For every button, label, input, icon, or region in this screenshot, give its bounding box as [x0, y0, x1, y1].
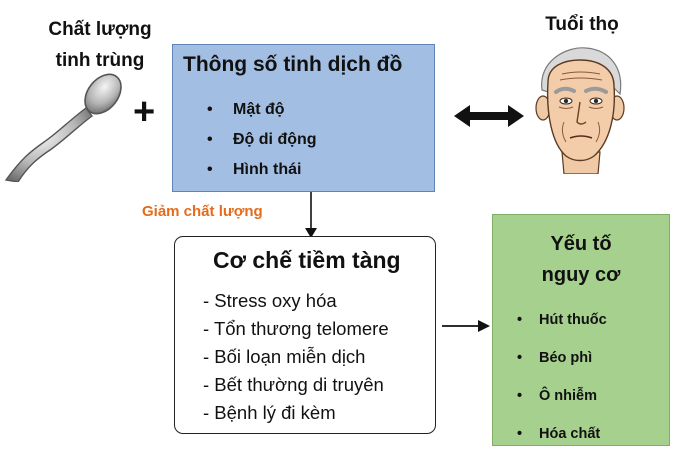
risk-factors-box: Yếu tố nguy cơ Hút thuốc Béo phì Ô nhiễm…	[492, 214, 670, 453]
list-item: - Tổn thương telomere	[203, 318, 389, 339]
list-item: - Bệnh lý đi kèm	[203, 402, 336, 423]
list-item: Béo phì	[517, 339, 607, 377]
sperm-quality-label: Chất lượng tinh trùng	[30, 14, 170, 76]
potential-mechanism-box: Cơ chế tiềm tàng - Stress oxy hóa - Tổn …	[174, 236, 436, 434]
list-item: Mật độ	[207, 95, 317, 125]
sperm-quality-label-line2: tinh trùng	[55, 50, 145, 71]
semen-parameters-title: Thông số tinh dịch đồ	[183, 53, 403, 76]
risk-factors-title-line2: nguy cơ	[541, 264, 621, 286]
risk-factors-list: Hút thuốc Béo phì Ô nhiễm Hóa chất	[517, 301, 607, 453]
elderly-face-icon	[535, 47, 625, 174]
sperm-quality-label-line1: Chất lượng	[48, 19, 152, 40]
semen-parameters-list: Mật độ Độ di động Hình thái	[207, 95, 317, 185]
list-item: - Bối loạn miễn dịch	[203, 346, 366, 367]
risk-factors-title-line1: Yếu tố	[550, 233, 612, 255]
double-arrow-icon	[454, 105, 524, 127]
plus-sign: +	[133, 91, 156, 133]
age-label: Tuổi thọ	[545, 14, 619, 35]
down-arrow-icon	[305, 192, 317, 238]
list-item: Hóa chất	[517, 415, 607, 453]
list-item: Độ di động	[207, 125, 317, 155]
risk-factors-title: Yếu tố nguy cơ	[493, 229, 669, 291]
potential-mechanism-list: - Stress oxy hóa - Tổn thương telomere -…	[203, 287, 389, 427]
right-arrow-icon	[442, 320, 490, 332]
quality-decline-label: Giảm chất lượng	[142, 203, 263, 220]
list-item: - Stress oxy hóa	[203, 290, 337, 311]
sperm-icon	[4, 73, 122, 182]
list-item: Ô nhiễm	[517, 377, 607, 415]
list-item: - Bết thường di truyên	[203, 374, 384, 395]
list-item: Hình thái	[207, 155, 317, 185]
semen-parameters-box: Thông số tinh dịch đồ Mật độ Độ di động …	[172, 44, 435, 192]
potential-mechanism-title: Cơ chế tiềm tàng	[213, 247, 401, 273]
list-item: Hút thuốc	[517, 301, 607, 339]
